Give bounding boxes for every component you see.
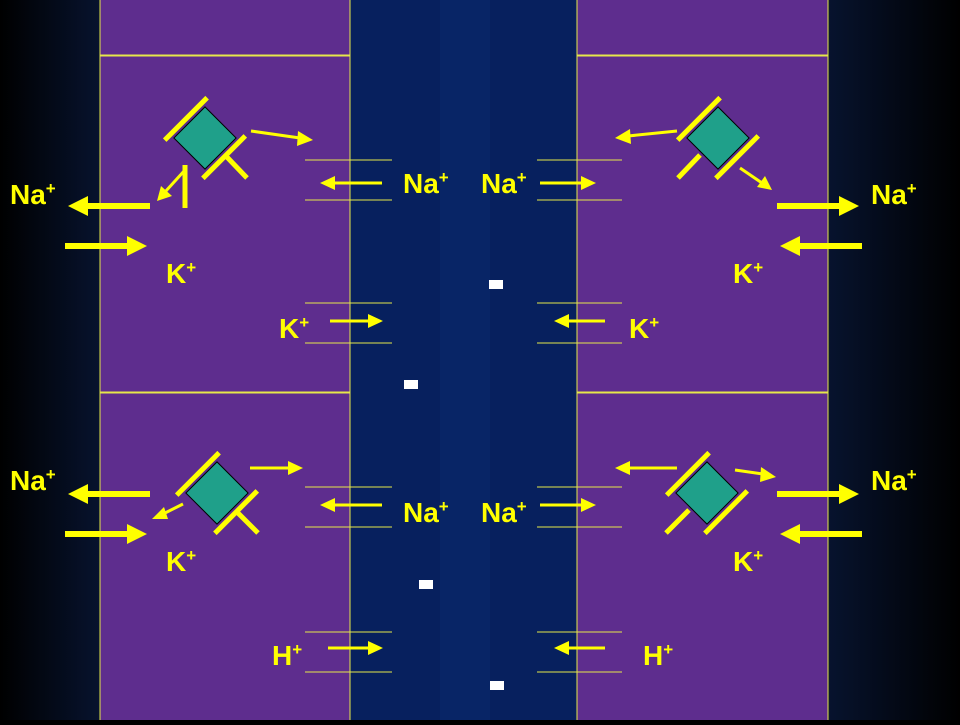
pump-handles [223, 153, 702, 535]
cell-top-left-stub [99, 0, 351, 56]
ion-label-k: K+ [733, 546, 763, 577]
ion-label-k: K+ [733, 258, 763, 289]
ion-label-na: Na+ [403, 497, 449, 528]
cell-right-upper [576, 55, 829, 393]
ion-label-na: Na+ [871, 465, 917, 496]
ion-label-k: K+ [166, 546, 196, 577]
transport-arrows [65, 129, 862, 655]
na-k-pump-icon [675, 95, 761, 181]
negative-charge-marker [419, 580, 433, 589]
apical-channels [305, 159, 622, 673]
ion-label-k: K+ [166, 258, 196, 289]
negative-charge-marker [490, 681, 504, 690]
ion-label-na: Na+ [871, 179, 917, 210]
left-interstitium [0, 0, 100, 720]
cell-left-upper [99, 55, 351, 393]
cell-right-lower [576, 392, 829, 724]
negative-charge-marker [404, 380, 418, 389]
na-k-pump-icon [664, 450, 750, 536]
ion-label-na: Na+ [403, 168, 449, 199]
ion-label-k: K+ [629, 313, 659, 344]
cell-left-lower [99, 392, 351, 724]
lumen-center-band [440, 0, 490, 720]
na-k-pump-icon [162, 95, 248, 208]
ion-label-h: H+ [643, 640, 673, 671]
right-interstitium [828, 0, 960, 720]
ion-label-k: K+ [279, 313, 309, 344]
negative-charge-marker [489, 280, 503, 289]
ion-label-na: Na+ [481, 168, 527, 199]
ion-label-h: H+ [272, 640, 302, 671]
ion-label-na: Na+ [10, 179, 56, 210]
ion-label-na: Na+ [10, 465, 56, 496]
cell-top-right-stub [576, 0, 829, 56]
ion-label-na: Na+ [481, 497, 527, 528]
